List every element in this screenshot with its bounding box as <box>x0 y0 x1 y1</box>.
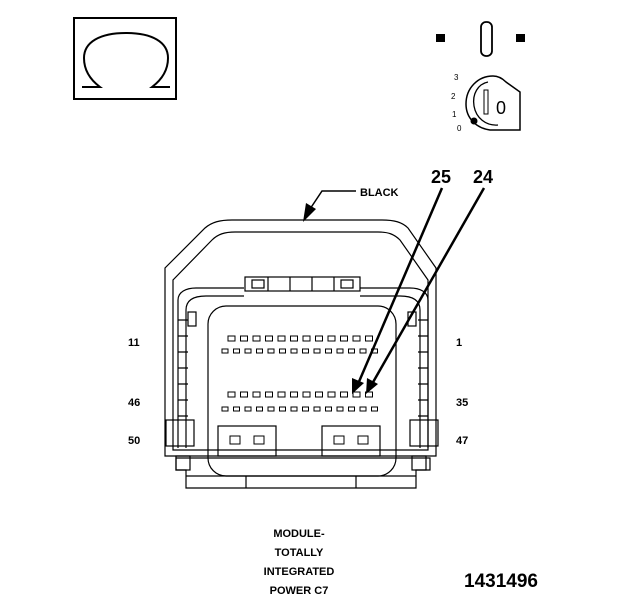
terminal-cavity-lower-row-b-7 <box>290 406 298 412</box>
terminal-cavity-lower-row-b-2 <box>233 406 240 412</box>
terminal-cavity-upper-row-b-2 <box>233 348 240 354</box>
terminal-cavity-lower-row-a-11 <box>352 391 361 398</box>
terminal-cavity-lower-row-b-9 <box>313 406 321 412</box>
terminal-cavity-upper-row-b-1 <box>221 348 229 354</box>
terminal-cavity-upper-row-b-9 <box>313 348 321 354</box>
power-terminal-3 <box>333 435 345 445</box>
terminal-cavity-lower-row-a-10 <box>340 391 348 398</box>
terminal-cavity-upper-row-b-12 <box>348 348 355 354</box>
terminal-cavity-upper-row-b-3 <box>244 348 252 354</box>
ignition-position-3: 3 <box>454 73 459 82</box>
pin-label-1: 1 <box>456 337 462 349</box>
terminal-cavities <box>221 335 378 445</box>
power-terminal-4 <box>357 435 369 445</box>
terminal-cavity-upper-row-a-7 <box>302 335 311 342</box>
terminal-cavity-lower-row-b-1 <box>221 406 229 412</box>
terminal-cavity-upper-row-b-7 <box>290 348 298 354</box>
terminal-cavity-lower-row-a-7 <box>302 391 311 398</box>
terminal-cavity-lower-row-b-10 <box>325 406 332 412</box>
terminal-cavity-lower-row-a-8 <box>315 391 323 398</box>
connector-body <box>164 219 439 489</box>
terminal-cavity-upper-row-a-2 <box>240 335 248 342</box>
terminal-cavity-lower-row-a-9 <box>327 391 336 398</box>
terminal-cavity-upper-row-a-8 <box>315 335 323 342</box>
power-terminal-1 <box>229 435 241 445</box>
terminal-cavity-upper-row-a-9 <box>327 335 336 342</box>
pin-label-47: 47 <box>456 435 468 447</box>
terminal-cavity-lower-row-b-6 <box>279 406 286 412</box>
color-leader-arrowhead <box>303 203 316 222</box>
ohm-symbol-icon <box>73 17 177 100</box>
terminal-cavity-lower-row-b-3 <box>244 406 252 412</box>
terminal-cavity-lower-row-b-13 <box>359 406 367 412</box>
terminal-cavity-lower-row-a-1 <box>227 391 236 398</box>
key-label: 0 <box>496 98 506 118</box>
callout-25: 25 <box>431 167 451 187</box>
color-leader <box>307 190 356 213</box>
title-line-4: POWER C7 <box>270 585 329 597</box>
terminal-cavity-upper-row-a-4 <box>265 335 273 342</box>
terminal-cavity-upper-row-a-1 <box>227 335 236 342</box>
terminal-cavity-upper-row-a-5 <box>277 335 286 342</box>
terminal-cavity-lower-row-a-2 <box>240 391 248 398</box>
power-terminal-2 <box>253 435 265 445</box>
pin-label-46: 46 <box>128 397 140 409</box>
pin-label-50: 50 <box>128 435 140 447</box>
terminal-cavity-lower-row-a-4 <box>265 391 273 398</box>
terminal-cavity-lower-row-b-8 <box>302 406 309 412</box>
terminal-cavity-upper-row-a-3 <box>252 335 261 342</box>
connector-color-label: BLACK <box>360 187 399 199</box>
terminal-cavity-upper-row-a-11 <box>352 335 361 342</box>
terminal-cavity-lower-row-a-12 <box>365 391 373 398</box>
terminal-cavity-upper-row-a-12 <box>365 335 373 342</box>
terminal-cavity-upper-row-b-6 <box>279 348 286 354</box>
terminal-cavity-upper-row-b-8 <box>302 348 309 354</box>
pin-label-35: 35 <box>456 397 468 409</box>
pin-label-11: 11 <box>128 337 140 349</box>
callout-24: 24 <box>473 167 493 187</box>
terminal-cavity-lower-row-a-6 <box>290 391 298 398</box>
terminal-cavity-lower-row-b-12 <box>348 406 355 412</box>
ignition-position-0: 0 <box>457 124 462 133</box>
connector-title: MODULE- TOTALLY INTEGRATED POWER C7 <box>264 528 335 597</box>
title-line-3: INTEGRATED <box>264 566 335 578</box>
terminal-cavity-upper-row-b-13 <box>359 348 367 354</box>
terminal-cavity-upper-row-b-4 <box>256 348 263 354</box>
ignition-position-2: 2 <box>451 92 456 101</box>
ignition-key-icon: 3 2 1 0 0 <box>451 73 521 133</box>
terminal-cavity-upper-row-b-10 <box>325 348 332 354</box>
terminal-cavity-lower-row-a-3 <box>252 391 261 398</box>
terminal-cavity-upper-row-b-11 <box>336 348 344 354</box>
terminal-cavity-lower-row-b-11 <box>336 406 344 412</box>
terminal-cavity-lower-row-a-5 <box>277 391 286 398</box>
terminal-cavity-lower-row-b-5 <box>267 406 275 412</box>
switch-off-icon <box>436 21 525 57</box>
terminal-cavity-upper-row-a-6 <box>290 335 298 342</box>
terminal-cavity-lower-row-b-14 <box>371 406 378 412</box>
ignition-position-1: 1 <box>452 110 457 119</box>
terminal-cavity-upper-row-a-10 <box>340 335 348 342</box>
callout-arrows <box>352 187 486 394</box>
figure-number: 1431496 <box>464 571 538 592</box>
terminal-cavity-lower-row-b-4 <box>256 406 263 412</box>
terminal-cavity-upper-row-b-5 <box>267 348 275 354</box>
title-line-1: MODULE- <box>273 528 325 540</box>
title-line-2: TOTALLY <box>275 547 324 559</box>
